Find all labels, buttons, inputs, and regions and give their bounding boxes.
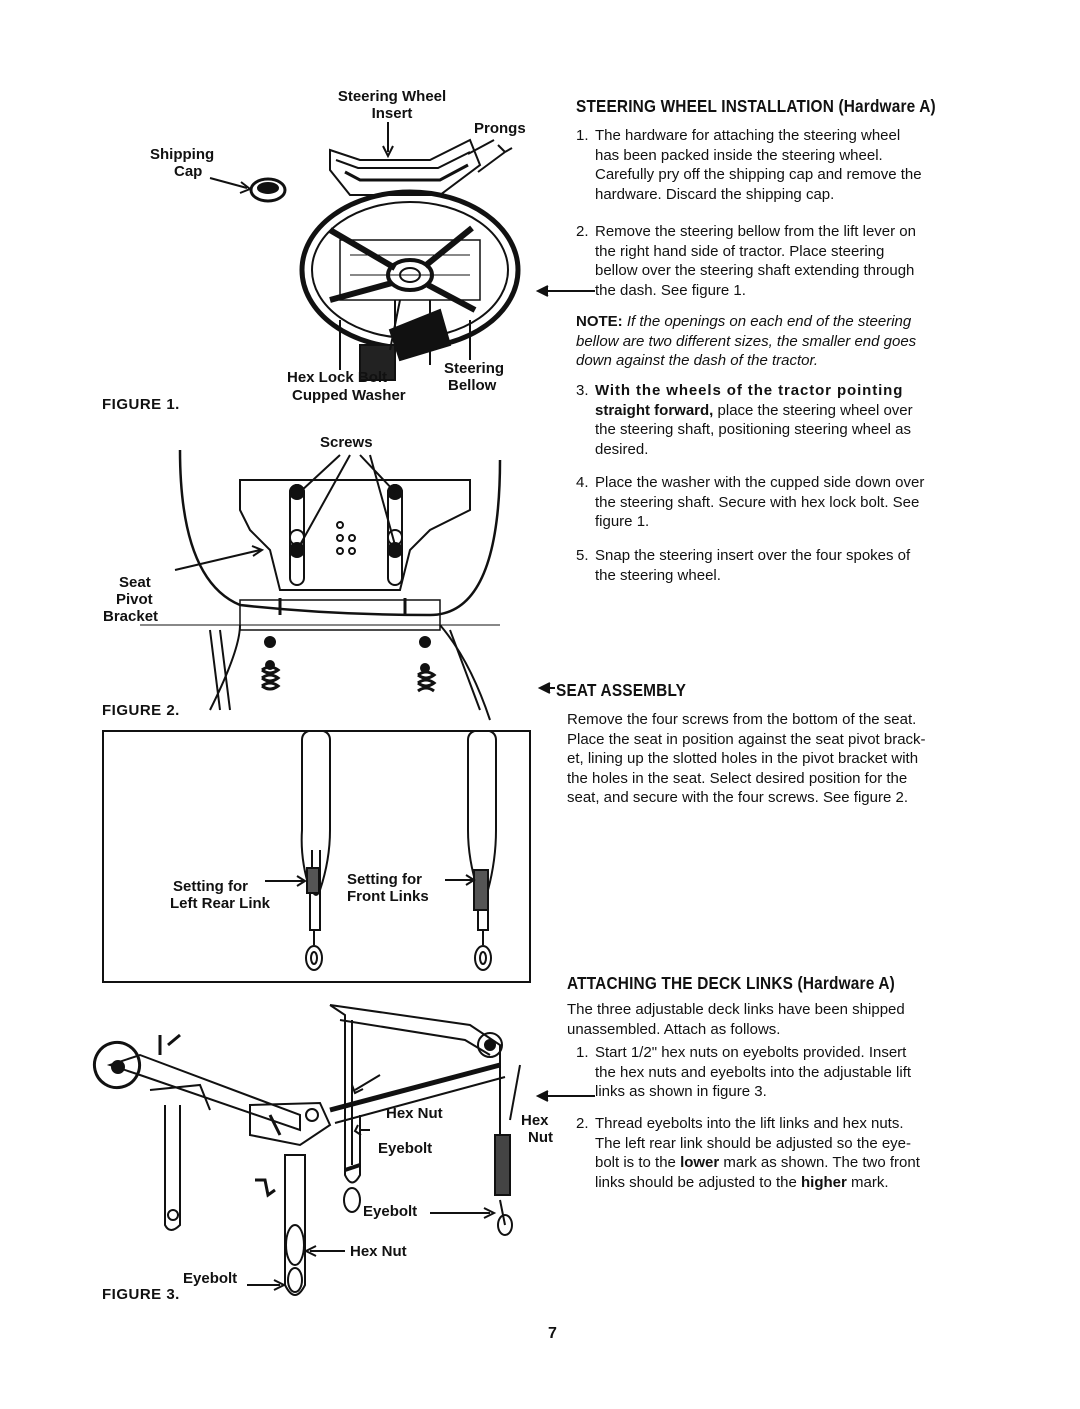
bold-lead-2: straight forward, xyxy=(595,401,714,419)
text-line: the holes in the seat. Select desired po… xyxy=(567,769,908,787)
text-line: bellow are two different sizes, the smal… xyxy=(576,332,917,350)
text-line: Snap the steering insert over the four s… xyxy=(595,547,911,564)
text-line: Carefully pry off the shipping cap and r… xyxy=(595,166,922,183)
text-line: the steering wheel. xyxy=(595,566,721,584)
text-line: the right hand side of tractor. Place st… xyxy=(595,242,885,260)
text-line: et, lining up the slotted holes in the p… xyxy=(567,750,919,767)
seat-paragraph: Remove the four screws from the bottom o… xyxy=(567,710,1017,808)
text-line: Place the washer with the cupped side do… xyxy=(595,474,925,491)
text-line: the hex nuts and eyebolts into the adjus… xyxy=(595,1063,912,1081)
deck-intro: The three adjustable deck links have bee… xyxy=(567,1000,1017,1039)
deck-link-inset-illustration xyxy=(265,730,497,971)
text-line: Place the seat in position against the s… xyxy=(567,730,926,748)
steering-wheel-illustration xyxy=(209,122,521,381)
prongs-label: Prongs xyxy=(474,120,526,137)
text-line: links as shown in figure 3. xyxy=(595,1083,767,1100)
deck-links-illustration xyxy=(92,1004,521,1296)
item-number: 2. xyxy=(576,223,589,240)
higher-emphasis: higher xyxy=(800,1173,847,1191)
text-line: the steering shaft, positioning steering… xyxy=(595,421,912,438)
screws-label: Screws xyxy=(320,434,373,451)
text-line: hardware. Discard the shipping cap. xyxy=(595,185,835,203)
eyebolt-label-2: Eyebolt xyxy=(363,1203,418,1220)
bold-lead: With the wheels of the tractor pointing xyxy=(595,382,904,399)
text-line: unassembled. Attach as follows. xyxy=(567,1020,781,1038)
seat-pivot-bracket-label: Seat Pivot Bracket xyxy=(103,574,159,625)
hex-nut-label-2: Hex Nut xyxy=(521,1112,553,1146)
page-number: 7 xyxy=(548,1325,557,1342)
steering-item-2: 2. Remove the steering bellow from the l… xyxy=(576,222,1016,302)
text-line: has been packed inside the steering whee… xyxy=(595,146,883,164)
eyebolt-label-3: Eyebolt xyxy=(183,1270,238,1287)
lower-emphasis: lower xyxy=(680,1154,720,1171)
item-number: 1. xyxy=(576,1044,589,1061)
text-line: place the steering wheel over xyxy=(713,401,913,419)
figure-1-caption: FIGURE 1. xyxy=(102,396,180,413)
deck-item-1: 1. Start 1/2" hex nuts on eyebolts provi… xyxy=(576,1043,1016,1103)
text-line: Start 1/2" hex nuts on eyebolts provided… xyxy=(595,1044,907,1061)
text-line: the steering shaft. Secure with hex lock… xyxy=(595,493,920,511)
hex-nut-label-1: Hex Nut xyxy=(386,1105,443,1122)
item-number: 1. xyxy=(576,127,589,144)
text-line: bellow over the steering shaft extending… xyxy=(595,262,915,279)
seat-heading: SEAT ASSEMBLY xyxy=(556,680,687,700)
item-number: 2. xyxy=(576,1115,589,1132)
cupped-washer-label: Cupped Washer xyxy=(292,387,406,404)
text-line: figure 1. xyxy=(595,513,650,530)
text-line: The left rear link should be adjusted so… xyxy=(595,1134,912,1152)
hex-nut-label-3: Hex Nut xyxy=(350,1243,407,1260)
seat-bracket-illustration xyxy=(140,449,502,721)
steering-item-1: 1. The hardware for attaching the steeri… xyxy=(576,126,1016,206)
note-label: NOTE: xyxy=(576,313,623,330)
item-number: 4. xyxy=(576,474,589,491)
setting-left-rear-label: Setting for Left Rear Link xyxy=(170,878,271,912)
deck-item-2: 2. Thread eyebolts into the lift links a… xyxy=(576,1115,920,1191)
shipping-cap-label: Shipping Cap xyxy=(150,146,215,180)
hex-lock-bolt-label: Hex Lock Bolt xyxy=(287,369,388,386)
item-number: 3. xyxy=(576,382,589,399)
text-line: Thread eyebolts into the lift links and … xyxy=(595,1115,904,1132)
eyebolt-label-1: Eyebolt xyxy=(378,1140,433,1157)
item-number: 5. xyxy=(576,547,589,564)
text-line: Remove the steering bellow from the lift… xyxy=(595,223,916,240)
figure-2-caption: FIGURE 2. xyxy=(102,702,180,719)
text-line: The hardware for attaching the steering … xyxy=(595,127,901,144)
deck-heading: ATTACHING THE DECK LINKS (Hardware A) xyxy=(567,973,895,993)
steering-item-3: 3. With the wheels of the tractor pointi… xyxy=(576,381,1016,461)
text-line: seat, and secure with the four screws. S… xyxy=(567,789,909,806)
text-line: the dash. See figure 1. xyxy=(595,281,746,299)
text-line: The three adjustable deck links have bee… xyxy=(567,1001,905,1018)
text-line: desired. xyxy=(595,440,649,458)
steering-item-5: 5. Snap the steering insert over the fou… xyxy=(576,546,1016,586)
text-line: down against the dash of the tractor. xyxy=(576,352,819,369)
setting-front-links-label: Setting for Front Links xyxy=(347,871,429,905)
text-line: Remove the four screws from the bottom o… xyxy=(567,711,917,728)
steering-wheel-insert-label: Steering Wheel Insert xyxy=(337,88,447,122)
steering-item-4: 4. Place the washer with the cupped side… xyxy=(576,473,1016,533)
steering-bellow-label: Steering Bellow xyxy=(444,360,505,394)
steering-note: NOTE: If the openings on each end of the… xyxy=(576,312,1016,371)
figure-3-caption: FIGURE 3. xyxy=(102,1286,180,1303)
text-line: If the openings on each end of the steer… xyxy=(626,313,912,330)
steering-heading: STEERING WHEEL INSTALLATION (Hardware A) xyxy=(576,96,936,116)
